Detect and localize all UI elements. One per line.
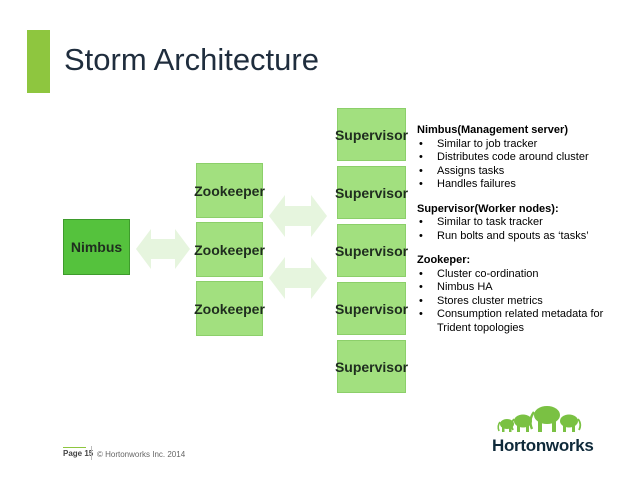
supervisor-node: Supervisor bbox=[334, 108, 409, 161]
supervisor-node: Supervisor bbox=[334, 282, 409, 335]
zookeeper-supervisor-arrow-upper bbox=[269, 195, 327, 237]
supervisor-label: Supervisor bbox=[334, 242, 409, 259]
zookeeper-label: Zookeeper bbox=[194, 241, 265, 258]
hortonworks-logo-text: Hortonworks bbox=[492, 436, 594, 455]
zookeeper-label: Zookeeper bbox=[194, 300, 265, 317]
copyright-text: © Hortonworks Inc. 2014 bbox=[97, 450, 186, 459]
supervisor-label: Supervisor bbox=[334, 126, 409, 143]
section-heading: Nimbus(Management server) bbox=[417, 124, 568, 136]
nimbus-section: Nimbus(Management server) Similar to job… bbox=[417, 124, 627, 192]
bullet-item: Consumption related metadata for Trident… bbox=[417, 308, 627, 335]
supervisor-section: Supervisor(Worker nodes): Similar to tas… bbox=[417, 203, 627, 244]
supervisor-node: Supervisor bbox=[334, 166, 409, 219]
zookeeper-supervisor-arrow-lower bbox=[269, 257, 327, 299]
bullet-item: Assigns tasks bbox=[417, 165, 627, 179]
bullet-item: Cluster co-ordination bbox=[417, 268, 627, 282]
bullet-item: Handles failures bbox=[417, 178, 627, 192]
supervisor-node: Supervisor bbox=[334, 224, 409, 277]
slide-title: Storm Architecture bbox=[64, 42, 319, 77]
nimbus-label: Nimbus bbox=[70, 239, 123, 255]
supervisor-node: Supervisor bbox=[334, 340, 409, 393]
elephant-herd-icon bbox=[497, 406, 582, 432]
supervisor-label: Supervisor bbox=[334, 358, 409, 375]
title-accent-bar bbox=[27, 30, 50, 93]
bullet-item: Stores cluster metrics bbox=[417, 295, 627, 309]
bullet-item: Run bolts and spouts as ‘tasks’ bbox=[417, 230, 627, 244]
footer-divider bbox=[91, 446, 92, 460]
zookeeper-section: Zookeper: Cluster co-ordination Nimbus H… bbox=[417, 254, 627, 335]
zookeeper-node: Zookeeper bbox=[194, 222, 265, 277]
supervisor-label: Supervisor bbox=[334, 184, 409, 201]
description-panel: Nimbus(Management server) Similar to job… bbox=[417, 124, 627, 335]
section-heading: Supervisor(Worker nodes): bbox=[417, 202, 559, 215]
zookeeper-node: Zookeeper bbox=[194, 281, 265, 336]
zookeeper-node: Zookeeper bbox=[194, 163, 265, 218]
zookeeper-label: Zookeeper bbox=[194, 182, 265, 199]
nimbus-zookeeper-arrow bbox=[136, 229, 190, 269]
supervisor-label: Supervisor bbox=[334, 300, 409, 317]
bullet-item: Nimbus HA bbox=[417, 281, 627, 295]
bullet-item: Similar to job tracker bbox=[417, 138, 627, 152]
page-number: Page 15 bbox=[63, 449, 94, 458]
bullet-item: Similar to task tracker bbox=[417, 216, 627, 230]
section-heading: Zookeper: bbox=[417, 254, 471, 266]
bullet-item: Distributes code around cluster bbox=[417, 151, 627, 165]
footer-accent-line bbox=[63, 447, 86, 448]
nimbus-node: Nimbus bbox=[63, 219, 130, 275]
